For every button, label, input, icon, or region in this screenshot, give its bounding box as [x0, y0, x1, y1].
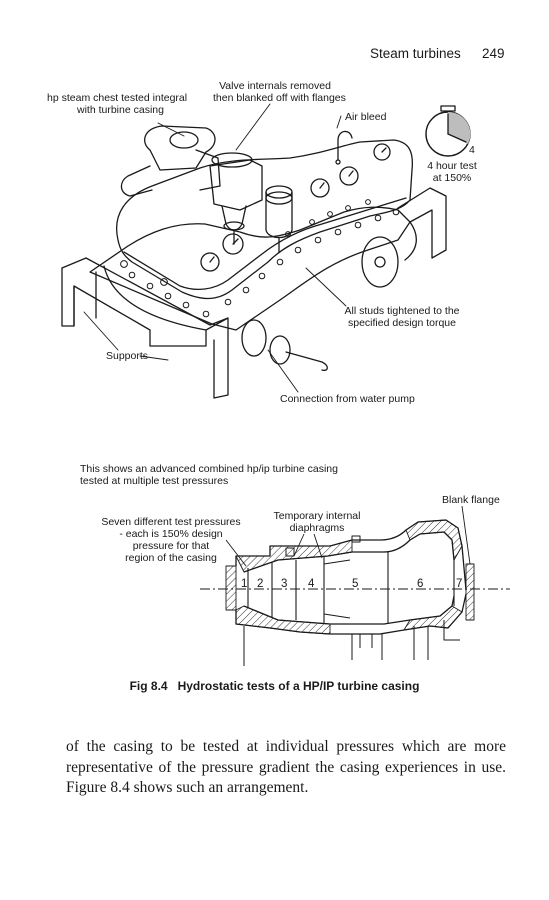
flange-bolts	[120, 199, 400, 318]
valve-blank-flange	[211, 152, 253, 168]
front-rail	[61, 257, 229, 399]
label-water-connection: Connection from water pump	[280, 393, 415, 405]
zone-diaphragms	[247, 552, 455, 624]
casing-lower-flange	[89, 206, 411, 331]
blank-flange	[465, 563, 475, 621]
water-pipe	[285, 351, 328, 372]
steam-chest	[144, 125, 216, 171]
left-support	[73, 271, 97, 327]
zone-label-1: 1	[241, 578, 248, 590]
label-four-hour-test: 4 hour test at 150%	[427, 160, 477, 184]
steam-chest-flange	[195, 149, 221, 191]
pressure-gauges	[200, 143, 391, 272]
zone-label-2: 2	[257, 578, 264, 590]
figure-caption-text: Hydrostatic tests of a HP/IP turbine cas…	[177, 679, 420, 693]
label-seven-pressures: Seven different test pressures - each is…	[101, 516, 241, 564]
label-hp-steam-chest: hp steam chest tested integral with turb…	[47, 92, 188, 116]
leader-lines	[83, 103, 347, 393]
running-header-title: Steam turbines	[370, 46, 461, 61]
right-support	[397, 187, 447, 259]
end-flange-right	[361, 236, 399, 288]
figure-intro-text: This shows an advanced combined hp/ip tu…	[80, 463, 338, 487]
front-blank-flange	[241, 319, 267, 357]
label-supports: Supports	[106, 350, 149, 362]
zone-label-6: 6	[417, 578, 424, 590]
label-valve-internals: Valve internals removed then blanked off…	[213, 80, 346, 104]
figure-caption: Fig 8.4 Hydrostatic tests of a HP/IP turb…	[0, 679, 549, 693]
zone-label-3: 3	[281, 578, 288, 590]
left-end-cap	[225, 565, 237, 611]
label-air-bleed: Air bleed	[345, 111, 387, 123]
base-frame	[61, 267, 229, 347]
steam-pipe	[120, 165, 153, 197]
steam-chest-port	[169, 131, 199, 149]
zone-label-4: 4	[308, 578, 315, 590]
figure-number: Fig 8.4	[129, 679, 168, 693]
zone-label-7: 7	[456, 578, 463, 590]
label-temporary-diaphragms: Temporary internal diaphragms	[273, 510, 361, 534]
casing-mid-line	[123, 197, 407, 291]
label-clock-number: 4	[469, 144, 475, 156]
valve-body	[209, 159, 263, 211]
page-number: 249	[482, 46, 505, 61]
air-bleed	[337, 130, 353, 161]
zone-label-5: 5	[352, 578, 359, 590]
label-blank-flange: Blank flange	[442, 494, 500, 506]
section-leader-lines	[225, 505, 471, 567]
label-studs-tightened: All studs tightened to the specified des…	[344, 305, 460, 329]
casing-section-figure	[200, 505, 510, 666]
turbine-casing-isometric-figure	[61, 103, 471, 399]
casing-lower-shell	[103, 221, 417, 331]
body-paragraph: of the casing to be tested at individual…	[66, 738, 506, 796]
pipe-stubs	[243, 535, 460, 666]
